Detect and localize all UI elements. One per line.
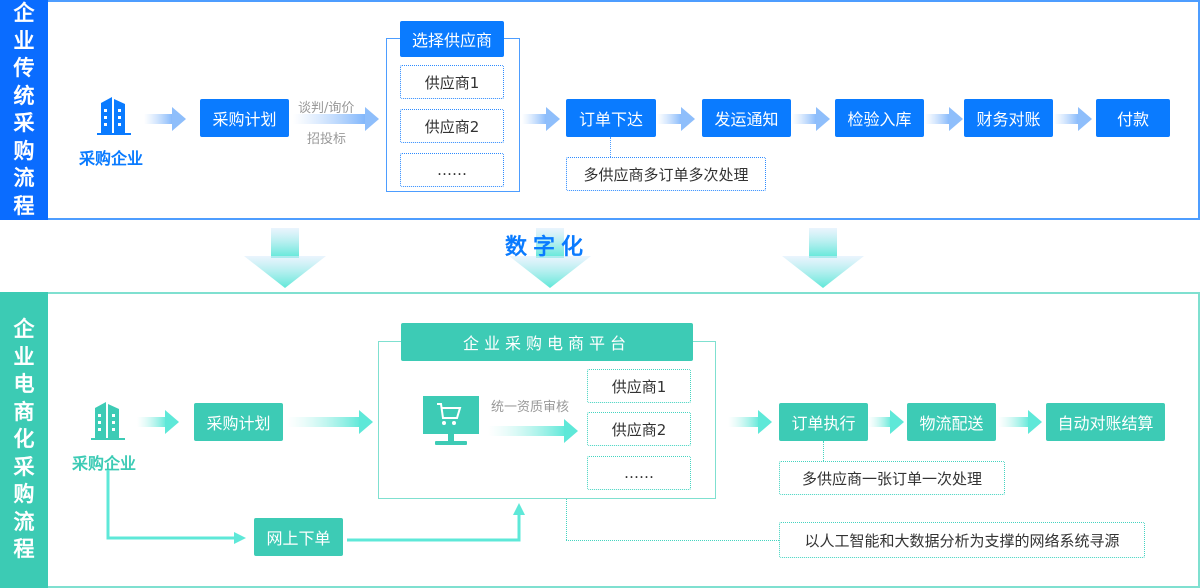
- arrow-label-negotiation: 谈判/询价: [298, 101, 355, 116]
- sidebar-char: 业: [13, 28, 35, 53]
- sidebar-char: 商: [13, 399, 35, 424]
- arrow-right-icon: [144, 107, 186, 131]
- traditional-sidebar-title: 企 业 传 统 采 购 流 程: [0, 0, 48, 220]
- step-order-execution: 订单执行: [779, 403, 868, 441]
- supplier-item: 供应商2: [400, 109, 504, 143]
- arrow-right-icon: [868, 410, 904, 434]
- supplier-item: ……: [400, 153, 504, 187]
- sidebar-char: 化: [13, 427, 35, 452]
- sidebar-char: 电: [13, 372, 35, 397]
- supplier-item: ……: [587, 456, 691, 490]
- sourcing-connector: [566, 499, 567, 540]
- step-financial-reconciliation: 财务对账: [964, 99, 1053, 137]
- sidebar-char: 流: [13, 166, 35, 190]
- arrow-right-icon: [522, 107, 560, 131]
- digitalization-label: 数字化: [505, 235, 590, 260]
- step-auto-settlement: 自动对账结算: [1046, 403, 1165, 441]
- arrow-right-icon: [792, 107, 830, 131]
- sidebar-char: 业: [13, 344, 35, 369]
- sidebar-char: 流: [13, 509, 35, 534]
- online-order-connector: [106, 470, 246, 544]
- arrow-right-icon: [137, 410, 179, 434]
- traditional-plan-box: 采购计划: [200, 99, 289, 137]
- building-icon: [97, 97, 131, 135]
- arrow-label-bidding: 招投标: [307, 132, 347, 147]
- sidebar-char: 程: [13, 193, 35, 218]
- sidebar-char: 企: [13, 1, 35, 25]
- step-inspection-storage: 检验入库: [835, 99, 924, 137]
- supplier-item: 供应商1: [587, 369, 691, 403]
- supplier-group-title: 选择供应商: [400, 21, 504, 57]
- sidebar-char: 购: [13, 482, 35, 507]
- step-shipping-notice: 发运通知: [702, 99, 791, 137]
- note-connector: [823, 441, 824, 461]
- traditional-procurement-panel: 企 业 传 统 采 购 流 程: [0, 0, 1200, 220]
- note-connector: [610, 137, 611, 157]
- online-order-to-platform-connector: [347, 503, 525, 542]
- arrow-down-icon: [782, 228, 864, 288]
- digital-order-note: 多供应商一张订单一次处理: [779, 461, 1005, 495]
- arrow-right-icon: [293, 107, 379, 131]
- traditional-note: 多供应商多订单多次处理: [566, 157, 766, 191]
- building-icon: [91, 402, 125, 440]
- digital-procurement-panel: 企 业 电 商 化 采 购 流 程: [0, 292, 1200, 588]
- traditional-company-label: 采购企业: [79, 149, 144, 168]
- step-order-issue: 订单下达: [566, 99, 656, 137]
- sidebar-char: 购: [13, 138, 35, 163]
- sourcing-connector: [566, 540, 779, 541]
- arrow-down-icon: [244, 228, 326, 288]
- arrow-right-icon: [488, 419, 578, 443]
- supplier-item: 供应商2: [587, 412, 691, 446]
- digital-plan-box: 采购计划: [194, 403, 283, 441]
- sidebar-char: 传: [13, 56, 35, 80]
- qualification-review-label: 统一资质审核: [491, 400, 570, 415]
- digital-sourcing-note: 以人工智能和大数据分析为支撑的网络系统寻源: [779, 522, 1145, 558]
- supplier-item: 供应商1: [400, 65, 504, 99]
- sidebar-char: 采: [13, 454, 35, 479]
- arrow-right-icon: [287, 410, 373, 434]
- shopping-cart-monitor-icon: [423, 396, 479, 445]
- arrow-down-icon: [509, 228, 591, 288]
- sidebar-char: 统: [13, 83, 35, 108]
- sidebar-char: 程: [13, 537, 35, 562]
- arrow-right-icon: [925, 107, 963, 131]
- arrow-right-icon: [657, 107, 695, 131]
- step-payment: 付款: [1096, 99, 1170, 137]
- arrow-right-icon: [1054, 107, 1092, 131]
- digital-sidebar-title: 企 业 电 商 化 采 购 流 程: [0, 292, 48, 588]
- digital-company-label: 采购企业: [72, 454, 137, 473]
- arrow-right-icon: [998, 410, 1042, 434]
- sidebar-char: 采: [13, 111, 35, 135]
- platform-title: 企业采购电商平台: [401, 323, 693, 361]
- sidebar-char: 企: [13, 317, 35, 342]
- arrow-right-icon: [728, 410, 772, 434]
- online-order-box: 网上下单: [254, 518, 343, 556]
- step-logistics: 物流配送: [907, 403, 996, 441]
